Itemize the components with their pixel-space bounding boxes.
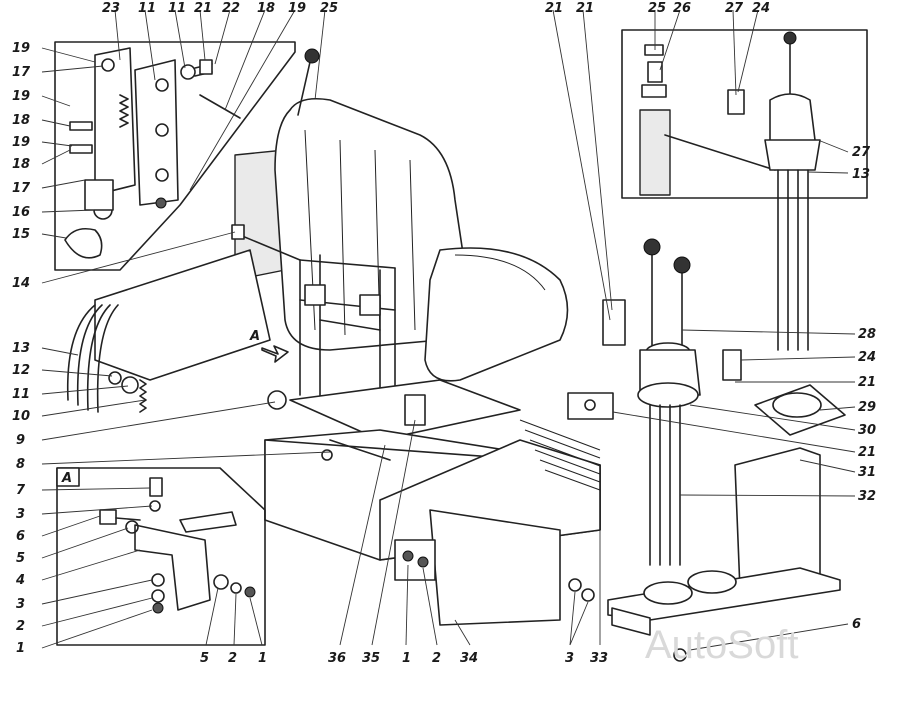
callout-label: 6 bbox=[852, 617, 861, 632]
callout-label: 3 bbox=[16, 597, 25, 612]
callout-label: 19 bbox=[12, 135, 30, 150]
callout-label: 15 bbox=[12, 227, 30, 242]
joystick-center bbox=[567, 238, 742, 566]
callout-label: 33 bbox=[590, 651, 608, 666]
callout-labels-right: 27 13 28 24 21 29 30 21 31 32 6 bbox=[852, 145, 876, 632]
callout-label: 8 bbox=[16, 457, 25, 472]
callout-label: 27 bbox=[852, 145, 871, 160]
callout-label: 3 bbox=[16, 507, 25, 522]
watermark: AutoSoft bbox=[645, 623, 798, 667]
callout-label: 18 bbox=[12, 113, 30, 128]
callout-label: 21 bbox=[545, 1, 563, 16]
inset-tag-label: A bbox=[61, 471, 72, 486]
callout-label: 11 bbox=[168, 1, 186, 16]
callout-label: 13 bbox=[852, 167, 870, 182]
callout-label: 1 bbox=[16, 641, 25, 656]
callout-label: 21 bbox=[858, 375, 876, 390]
callout-label: 24 bbox=[752, 1, 770, 16]
callout-label: 34 bbox=[460, 651, 478, 666]
callout-label: 22 bbox=[222, 1, 240, 16]
callout-label: 31 bbox=[858, 465, 876, 480]
callout-label: 6 bbox=[16, 529, 25, 544]
callout-label: 30 bbox=[858, 423, 876, 438]
callout-label: 5 bbox=[16, 551, 25, 566]
callout-label: 18 bbox=[257, 1, 275, 16]
callout-label: 26 bbox=[673, 1, 691, 16]
callout-label: 19 bbox=[288, 1, 306, 16]
callout-label: 32 bbox=[858, 489, 876, 504]
callout-label: 5 bbox=[200, 651, 209, 666]
callout-label: 18 bbox=[12, 157, 30, 172]
callout-label: 17 bbox=[12, 181, 31, 196]
right-inset-detail bbox=[621, 29, 868, 199]
callout-label: 1 bbox=[402, 651, 411, 666]
floor-flange bbox=[754, 384, 846, 436]
callout-labels-left: 19 17 19 18 19 18 17 16 15 14 13 12 11 1… bbox=[12, 41, 31, 656]
callout-labels-top-right: 21 21 25 26 27 24 bbox=[545, 1, 770, 16]
callout-label: 4 bbox=[15, 573, 25, 588]
inset-leader-lines bbox=[41, 9, 326, 239]
callout-label: 2 bbox=[16, 619, 25, 634]
callout-label: 14 bbox=[12, 276, 30, 291]
callout-label: 21 bbox=[858, 445, 876, 460]
inset-mechanism-detail bbox=[54, 41, 296, 271]
callout-label: 23 bbox=[102, 1, 120, 16]
callout-label: 21 bbox=[576, 1, 594, 16]
callout-label: 24 bbox=[858, 350, 876, 365]
callout-label: 10 bbox=[12, 409, 30, 424]
callout-labels-top-left: 23 11 11 21 22 18 19 25 bbox=[102, 1, 338, 16]
right-leader-lines bbox=[552, 9, 856, 651]
callout-label: 29 bbox=[858, 400, 876, 415]
callout-label: 16 bbox=[12, 205, 30, 220]
callout-label: 11 bbox=[12, 387, 30, 402]
callout-label: 9 bbox=[16, 433, 25, 448]
seat-leader-lines bbox=[41, 231, 601, 646]
console-pedestal bbox=[607, 447, 841, 662]
callout-labels-bottom: 5 2 1 36 35 1 2 34 3 33 bbox=[200, 651, 608, 666]
callout-label: 13 bbox=[12, 341, 30, 356]
callout-label: 25 bbox=[648, 1, 666, 16]
callout-label: 1 bbox=[258, 651, 267, 666]
inset-a-leader-lines bbox=[41, 487, 263, 649]
seat-assembly bbox=[66, 48, 601, 626]
inset-a-detail bbox=[56, 467, 266, 646]
callout-label: 35 bbox=[362, 651, 380, 666]
callout-label: 3 bbox=[565, 651, 574, 666]
callout-label: 19 bbox=[12, 41, 30, 56]
callout-label: 2 bbox=[432, 651, 441, 666]
callout-label: 21 bbox=[194, 1, 212, 16]
callout-label: 2 bbox=[228, 651, 237, 666]
callout-label: 12 bbox=[12, 363, 30, 378]
callout-label: 19 bbox=[12, 89, 30, 104]
callout-label: 17 bbox=[12, 65, 31, 80]
callout-label: 11 bbox=[138, 1, 156, 16]
callout-label: 25 bbox=[320, 1, 338, 16]
callout-label: 27 bbox=[725, 1, 744, 16]
view-arrow-label: A bbox=[249, 329, 260, 344]
callout-label: 7 bbox=[16, 483, 26, 498]
callout-label: 36 bbox=[328, 651, 346, 666]
callout-label: 28 bbox=[858, 327, 876, 342]
joystick-right bbox=[764, 31, 821, 351]
